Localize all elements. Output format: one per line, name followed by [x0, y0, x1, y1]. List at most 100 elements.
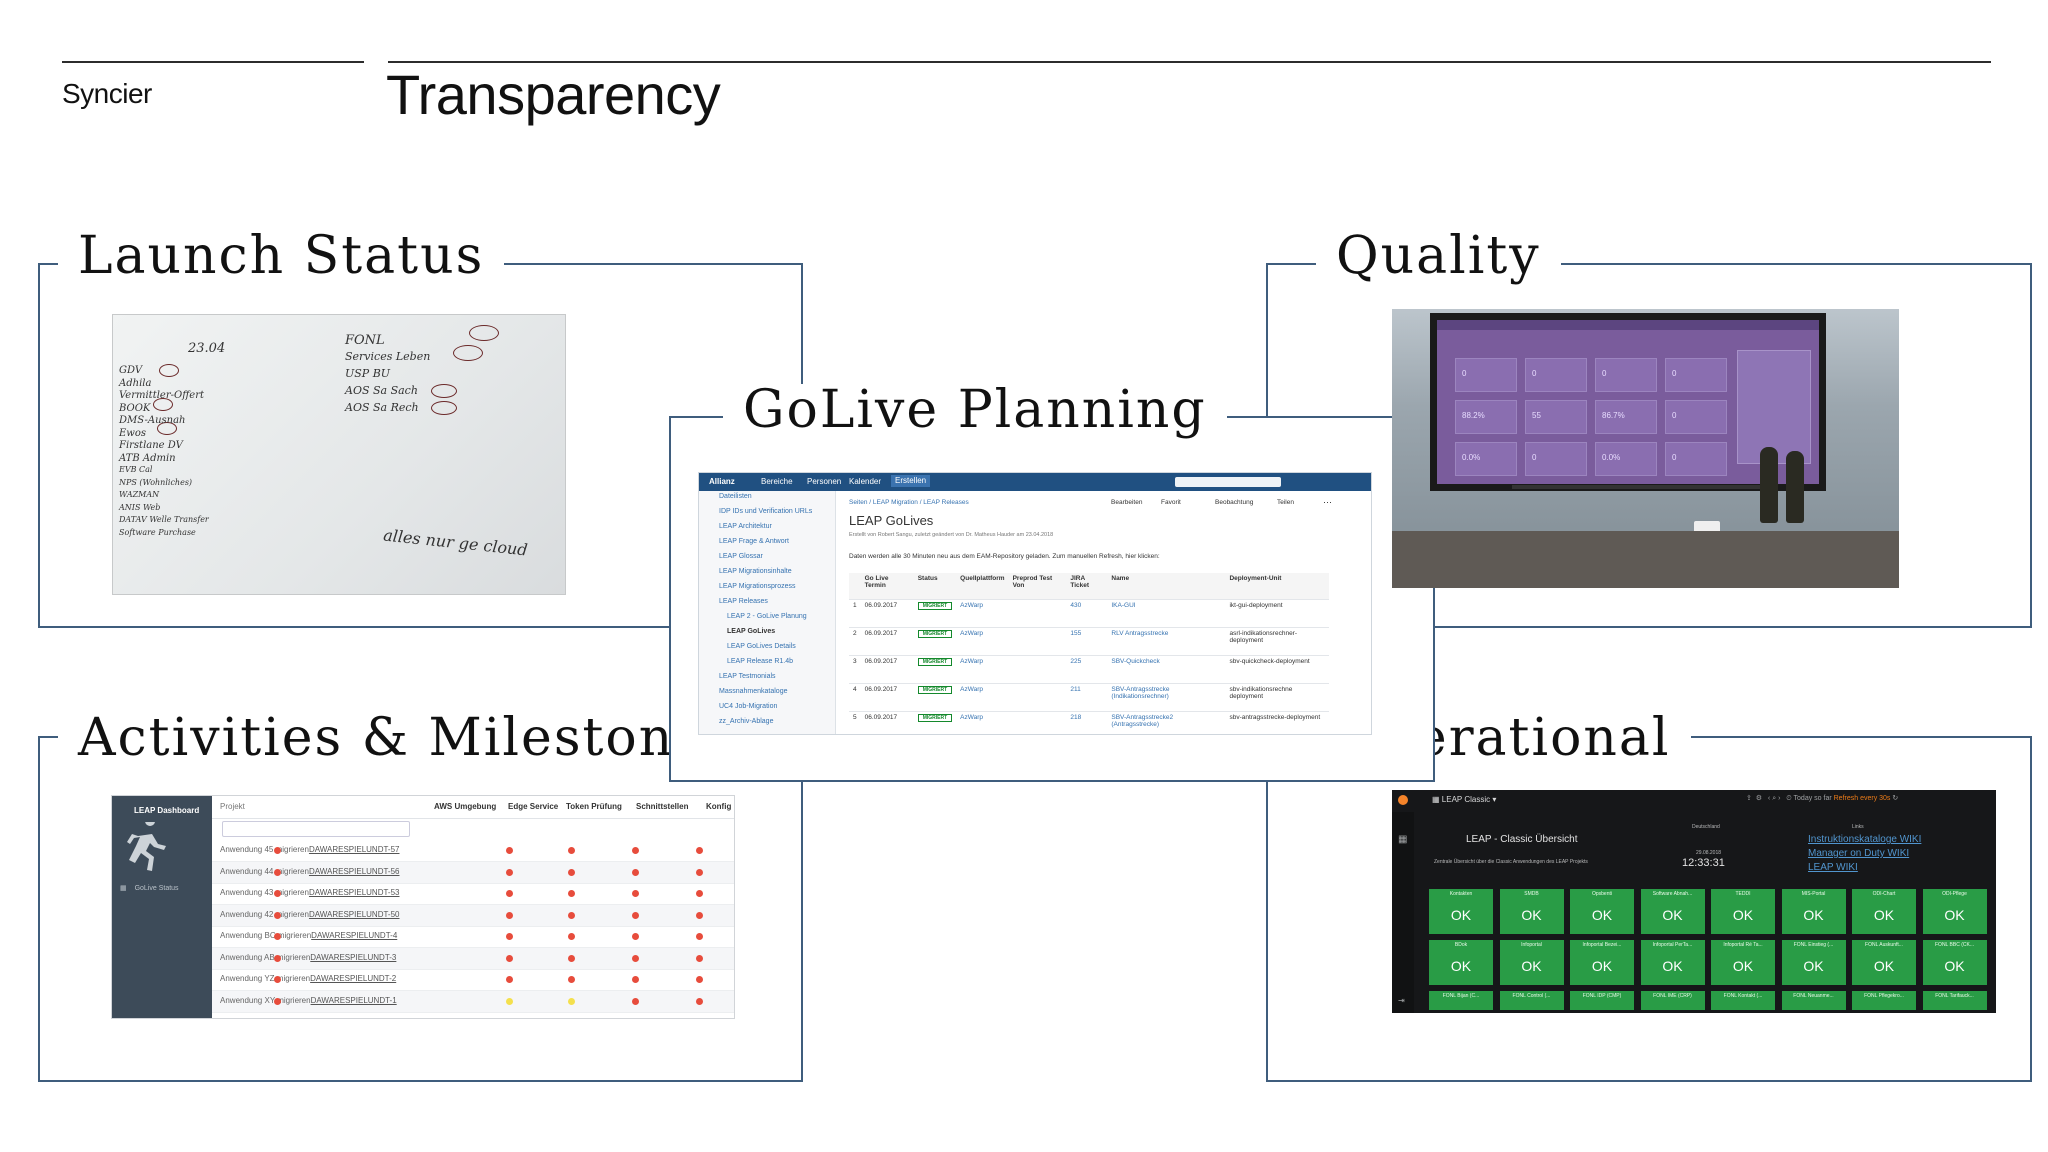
status-panel[interactable]: FONL Neuanme... — [1781, 991, 1846, 1010]
dashboard-column-header[interactable]: Token Prüfung — [566, 802, 622, 811]
page-tree-item[interactable]: LEAP Release R1.4b — [727, 658, 794, 665]
dashboard-column-header[interactable]: Projekt — [220, 802, 245, 811]
status-panel[interactable]: FONL Bijan (C... — [1429, 991, 1493, 1010]
jira-link[interactable]: DAWARESPIELUNDT-53 — [308, 888, 400, 897]
table-link[interactable]: 430 — [1070, 602, 1082, 609]
page-tree-item[interactable]: LEAP Glossar — [719, 553, 763, 560]
jira-link[interactable]: DAWARESPIELUNDT-3 — [310, 952, 397, 962]
sign-out-icon[interactable]: ⇥ — [1398, 996, 1405, 1005]
table-link[interactable]: 225 — [1070, 658, 1082, 665]
nav-erstellen[interactable]: Erstellen — [891, 475, 931, 487]
table-link[interactable]: AzWarp — [960, 602, 984, 609]
wiki-link-instruktionskataloge[interactable]: Instruktionskataloge WIKI — [1808, 834, 1922, 845]
dashboard-picker[interactable]: ▦ LEAP Classic ▾ — [1432, 795, 1497, 804]
page-tree-item[interactable]: Massnahmenkataloge — [719, 688, 788, 695]
search-icon[interactable]: ⌕ — [1772, 795, 1777, 802]
golive-column-header[interactable]: Quellplattform — [956, 573, 1009, 600]
status-panel[interactable]: FONL Kontakt (... — [1711, 991, 1775, 1010]
golive-column-header[interactable]: Preprod Test Von — [1008, 573, 1067, 600]
page-tree-item[interactable]: LEAP Testmonials — [719, 673, 776, 680]
more-actions-icon[interactable]: ⋯ — [1323, 497, 1332, 507]
page-tree-item[interactable]: LEAP Frage & Antwort — [719, 538, 789, 545]
table-row[interactable]: Anwendung 43 migrierenDAWARESPIELUNDT-53 — [212, 883, 734, 905]
jira-link[interactable]: DAWARESPIELUNDT-2 — [310, 974, 397, 983]
dashboard-column-header[interactable]: Konfig — [706, 802, 732, 811]
nav-kalender[interactable]: Kalender — [849, 477, 882, 486]
golive-column-header[interactable]: Status — [913, 573, 957, 600]
wiki-link-manager-on-duty[interactable]: Manager on Duty WIKI — [1808, 848, 1910, 859]
table-link[interactable]: SBV-Antragsstrecke (Indikationsrechner) — [1111, 686, 1170, 700]
golive-column-header[interactable] — [849, 573, 861, 600]
page-tree-item[interactable]: LEAP GoLives — [727, 628, 776, 635]
golive-status-nav[interactable]: ▦ GoLive Status — [120, 884, 179, 892]
table-link[interactable]: SBV-Antragsstrecke2 (Antragsstrecke) — [1111, 714, 1174, 728]
table-link[interactable]: 211 — [1070, 686, 1081, 693]
wiki-link-leap[interactable]: LEAP WIKI — [1808, 862, 1858, 873]
jira-link[interactable]: DAWARESPIELUNDT-57 — [308, 845, 400, 854]
status-panel[interactable]: Infoportal Bezei...OK — [1570, 940, 1634, 985]
status-panel[interactable]: Software Abnah...OK — [1640, 889, 1705, 934]
golive-column-header[interactable]: Deployment-Unit — [1225, 573, 1329, 600]
settings-icon[interactable]: ⚙ — [1755, 795, 1763, 802]
table-link[interactable]: SBV-Quickcheck — [1111, 658, 1160, 665]
page-tree-item[interactable]: zz_Archiv-Ablage — [719, 718, 774, 725]
status-panel[interactable]: FONL Einstieg (...OK — [1781, 940, 1846, 985]
dashboard-column-header[interactable]: Schnittstellen — [636, 802, 689, 811]
jira-link[interactable]: DAWARESPIELUNDT-56 — [308, 866, 400, 876]
page-tree-item[interactable]: LEAP 2 - GoLive Planung — [727, 613, 807, 620]
nav-bereiche[interactable]: Bereiche — [761, 477, 793, 486]
table-link[interactable]: 218 — [1070, 714, 1082, 721]
table-link[interactable]: AzWarp — [960, 714, 984, 721]
time-range-picker[interactable]: ⏲ Today so far Refresh every 30s — [1786, 795, 1891, 802]
status-panel[interactable]: FONL BBC (CK...OK — [1922, 940, 1987, 985]
project-filter-input[interactable] — [222, 821, 410, 837]
page-tree-item[interactable]: LEAP Architektur — [719, 523, 772, 530]
status-panel[interactable]: Infoportal PerTa...OK — [1640, 940, 1705, 985]
table-row[interactable]: Anwendung 44 migrierenDAWARESPIELUNDT-56 — [212, 861, 734, 884]
table-row[interactable]: Anwendung 45 migrierenDAWARESPIELUNDT-57 — [212, 840, 734, 862]
share-icon[interactable]: ⇪ — [1746, 795, 1752, 802]
jira-link[interactable]: DAWARESPIELUNDT-50 — [308, 909, 400, 919]
status-panel[interactable]: FONL Control (... — [1499, 991, 1564, 1010]
table-link[interactable]: AzWarp — [960, 630, 984, 637]
dashboard-column-header[interactable]: Edge Service — [508, 802, 559, 811]
page-tree-item[interactable]: LEAP Releases — [719, 598, 768, 605]
table-row[interactable]: Anwendung AB migrierenDAWARESPIELUNDT-3 — [212, 947, 734, 970]
page-tree-item[interactable]: LEAP Migrationsinhalte — [719, 568, 792, 575]
refresh-icon[interactable]: ↻ — [1892, 795, 1899, 802]
page-tree-item[interactable]: UC4 Job-Migration — [719, 703, 778, 710]
table-link[interactable]: AzWarp — [960, 658, 984, 665]
page-tree-item[interactable]: Dateilisten — [719, 493, 752, 500]
nav-personen[interactable]: Personen — [807, 477, 842, 486]
page-tree-item[interactable]: LEAP GoLives Details — [727, 643, 796, 650]
status-panel[interactable]: FONL Auskunft...OK — [1852, 940, 1916, 985]
page-tree-item[interactable]: IDP IDs und Verification URLs — [719, 508, 813, 515]
confluence-breadcrumb[interactable]: Seiten / LEAP Migration / LEAP Releases — [849, 499, 969, 506]
jira-link[interactable]: DAWARESPIELUNDT-1 — [310, 995, 397, 1005]
status-panel[interactable]: FONL IME (CRP) — [1640, 991, 1705, 1010]
table-row[interactable]: Anwendung XY migrierenDAWARESPIELUNDT-1 — [212, 990, 734, 1013]
table-row[interactable]: Anwendung YZ migrierenDAWARESPIELUNDT-2 — [212, 969, 734, 991]
page-tree-item[interactable]: LEAP Migrationsprozess — [719, 583, 796, 590]
table-link[interactable]: 155 — [1070, 630, 1082, 637]
table-link[interactable]: AzWarp — [960, 686, 984, 693]
page-action-beobachtung[interactable]: Beobachtung — [1215, 499, 1254, 506]
page-action-teilen[interactable]: Teilen — [1277, 499, 1294, 506]
zoom-in-icon[interactable]: › — [1778, 795, 1781, 802]
page-action-favorit[interactable]: Favorit — [1161, 499, 1181, 506]
golive-column-header[interactable]: Name — [1107, 573, 1226, 600]
status-panel[interactable]: FONL Tarifauck... — [1922, 991, 1987, 1010]
status-panel[interactable]: Infoportal Ré Ta...OK — [1711, 940, 1775, 985]
dashboard-grid-icon[interactable]: ▦ — [1398, 834, 1408, 845]
golive-column-header[interactable]: Go Live Termin — [860, 573, 914, 600]
status-panel[interactable]: FONL Pflegekro... — [1852, 991, 1916, 1010]
page-action-bearbeiten[interactable]: Bearbeiten — [1111, 499, 1143, 506]
